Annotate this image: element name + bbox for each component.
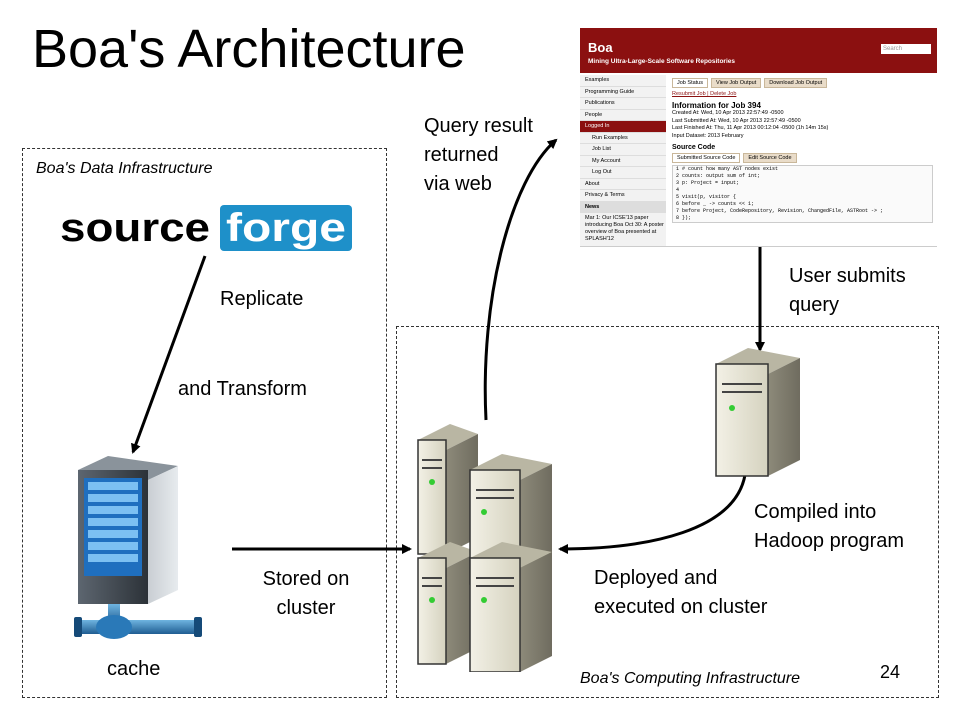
web-server-icon xyxy=(715,348,800,477)
code-line: 3 p: Project = input; xyxy=(676,180,740,186)
website-tabs: Job Status View Job Output Download Job … xyxy=(672,78,933,88)
source-code-heading: Source Code xyxy=(672,144,716,151)
website-sidebar-item[interactable]: Publications xyxy=(580,98,666,110)
tab-download-job-output[interactable]: Download Job Output xyxy=(764,78,828,88)
website-sidebar-item[interactable]: Programming Guide xyxy=(580,87,666,98)
website-sidebar-item[interactable]: People xyxy=(580,110,666,121)
code-line: 6 before _ -> counts << 1; xyxy=(676,201,755,207)
tab-edit-source[interactable]: Edit Source Code xyxy=(743,153,797,163)
data-infrastructure-box xyxy=(22,148,387,698)
and-transform-label: and Transform xyxy=(178,378,307,400)
stored-on-cluster-label: Stored on cluster xyxy=(262,568,350,619)
compiled-into-label: Compiled into Hadoop program xyxy=(754,501,905,552)
website-sidebar-item[interactable]: Job List xyxy=(580,144,666,156)
svg-text:forge: forge xyxy=(226,206,346,250)
cache-label: cache xyxy=(107,658,161,680)
tab-job-status[interactable]: Job Status xyxy=(672,78,708,88)
replicate-label: Replicate xyxy=(220,288,304,310)
website-sidebar-item[interactable]: Privacy & Terms xyxy=(580,190,666,202)
replicate-arrow xyxy=(131,255,207,454)
website-sidebar-item: Logged In xyxy=(580,121,666,133)
query-result-arrow xyxy=(483,138,558,421)
code-line: 1 # count how many AST nodes exist xyxy=(676,166,779,172)
code-line: 5 visit(p, visitor { xyxy=(676,194,737,200)
source-code-block: 1 # count how many AST nodes exist 2 cou… xyxy=(672,165,933,223)
code-line: 4 xyxy=(676,187,680,193)
website-app-name: Boa xyxy=(588,40,613,55)
website-sidebar-item[interactable]: About xyxy=(580,179,666,190)
website-sidebar-item[interactable]: Examples xyxy=(580,75,666,87)
job-info-line: Last Submitted At: Wed, 10 Apr 2013 22:5… xyxy=(672,117,801,124)
cache-server-icon xyxy=(74,456,202,639)
code-line: 8 }); xyxy=(676,215,692,221)
slide-title: Boa's Architecture xyxy=(32,19,466,79)
website-sidebar-item[interactable]: Run Examples xyxy=(580,133,666,144)
code-tabs: Submitted Source Code Edit Source Code xyxy=(672,153,933,163)
tab-view-job-output[interactable]: View Job Output xyxy=(711,78,762,88)
website-news-text: Mar 1: Our ICSE'13 paper introducing Boa… xyxy=(585,215,664,242)
tab-submitted-source[interactable]: Submitted Source Code xyxy=(672,153,741,163)
job-info-line: Last Finished At: Thu, 11 Apr 2013 00:12… xyxy=(672,125,829,131)
user-submits-label: User submits query xyxy=(789,265,906,316)
sourceforge-logo: source forge xyxy=(60,205,352,251)
website-sidebar-item: News xyxy=(580,201,666,213)
cluster-servers-icon xyxy=(417,424,552,672)
computing-infrastructure-label: Boa's Computing Infrastructure xyxy=(580,670,801,687)
code-line: 7 before Project, CodeRepository, Revisi… xyxy=(676,208,884,214)
code-line: 2 counts: output sum of int; xyxy=(676,173,761,179)
query-result-label: Query result returned via web xyxy=(424,115,533,195)
website-sidebar-item[interactable]: Log Out xyxy=(580,167,666,179)
website-sidebar: Examples Programming Guide Publications … xyxy=(580,75,666,246)
website-main: Job Status View Job Output Download Job … xyxy=(672,78,933,246)
computing-infrastructure-box xyxy=(396,326,939,698)
website-search-input[interactable]: Search xyxy=(881,44,931,54)
data-infrastructure-label: Boa's Data Infrastructure xyxy=(36,160,213,177)
job-heading: Information for Job 394 xyxy=(672,101,761,110)
deploy-arrow xyxy=(558,474,747,554)
website-sidebar-item[interactable]: My Account xyxy=(580,156,666,167)
svg-text:source: source xyxy=(60,206,210,250)
boa-website-screenshot: Boa Mining Ultra-Large-Scale Software Re… xyxy=(580,28,937,247)
job-info-line: Input Dataset: 2013 February xyxy=(672,132,744,139)
website-tagline: Mining Ultra-Large-Scale Software Reposi… xyxy=(588,58,736,65)
job-action-links[interactable]: Resubmit Job | Delete Job xyxy=(672,91,737,97)
deployed-label: Deployed and executed on cluster xyxy=(594,567,768,618)
job-info-line: Created At: Wed, 10 Apr 2013 22:57:49 -0… xyxy=(672,110,784,116)
page-number: 24 xyxy=(880,662,901,682)
website-header: Boa Mining Ultra-Large-Scale Software Re… xyxy=(580,28,937,73)
